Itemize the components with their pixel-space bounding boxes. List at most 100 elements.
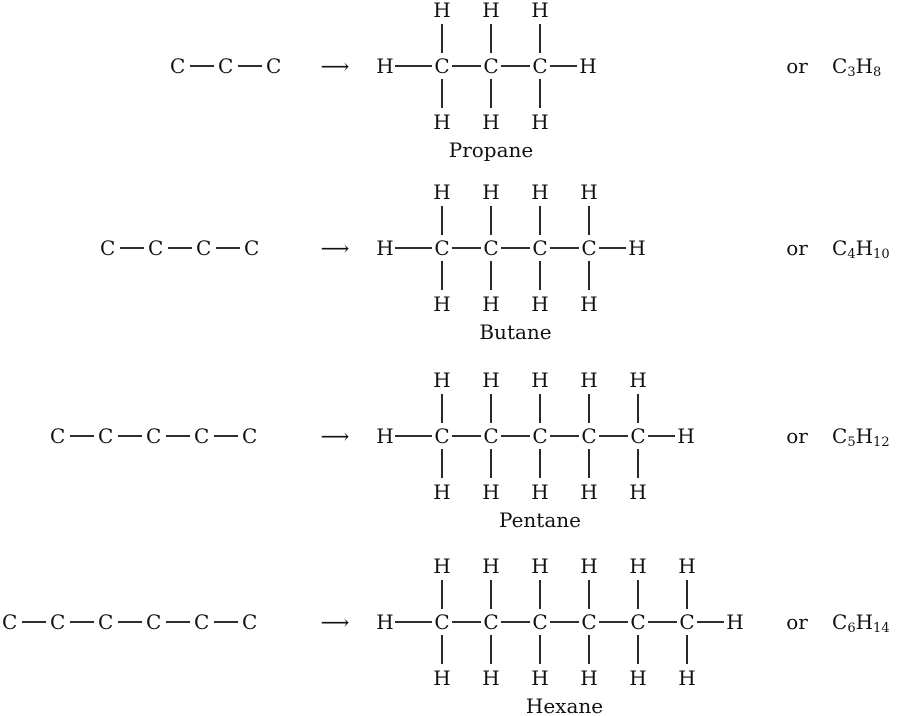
structure-carbon: C — [532, 610, 547, 634]
compound-name: Pentane — [499, 508, 581, 532]
terminal-hydrogen: H — [677, 424, 694, 448]
top-hydrogen: H — [482, 180, 499, 204]
skeleton-carbon: C — [50, 424, 65, 448]
bottom-hydrogen: H — [482, 480, 499, 504]
reaction-arrow: ⟶ — [321, 236, 350, 260]
bottom-hydrogen: H — [629, 666, 646, 690]
skeleton-carbon: C — [242, 424, 257, 448]
bottom-hydrogen: H — [482, 666, 499, 690]
bottom-hydrogen: H — [531, 292, 548, 316]
bottom-hydrogen: H — [629, 480, 646, 504]
reaction-arrow: ⟶ — [321, 54, 350, 78]
top-hydrogen: H — [580, 180, 597, 204]
skeleton-carbon: C — [146, 610, 161, 634]
formula-subscript: 4 — [847, 247, 855, 262]
skeleton-carbon: C — [100, 236, 115, 260]
bottom-hydrogen: H — [531, 480, 548, 504]
top-hydrogen: H — [433, 368, 450, 392]
formula-element: C — [832, 236, 847, 260]
bottom-hydrogen: H — [433, 666, 450, 690]
formula-subscript: 3 — [847, 65, 855, 80]
structure-carbon: C — [532, 236, 547, 260]
structure-carbon: C — [630, 610, 645, 634]
top-hydrogen: H — [629, 554, 646, 578]
bottom-hydrogen: H — [482, 110, 499, 134]
top-hydrogen: H — [678, 554, 695, 578]
bottom-hydrogen: H — [433, 480, 450, 504]
skeleton-carbon: C — [98, 424, 113, 448]
formula-element: H — [856, 610, 873, 634]
structure-carbon: C — [581, 236, 596, 260]
structure-carbon: C — [630, 424, 645, 448]
compound-name: Butane — [479, 320, 551, 344]
formula-element: H — [856, 236, 873, 260]
structure-carbon: C — [581, 610, 596, 634]
top-hydrogen: H — [531, 368, 548, 392]
molecular-formula: C4H10 — [832, 236, 890, 262]
skeleton-carbon: C — [194, 424, 209, 448]
formula-element: H — [856, 424, 873, 448]
skeleton-carbon: C — [194, 610, 209, 634]
structure-carbon: C — [483, 424, 498, 448]
skeleton-carbon: C — [266, 54, 281, 78]
formula-subscript: 5 — [847, 435, 855, 450]
structure-carbon: C — [532, 424, 547, 448]
terminal-hydrogen: H — [726, 610, 743, 634]
formula-subscript: 12 — [873, 435, 890, 450]
skeleton-carbon: C — [148, 236, 163, 260]
bottom-hydrogen: H — [531, 110, 548, 134]
bottom-hydrogen: H — [433, 110, 450, 134]
formula-element: H — [856, 54, 873, 78]
molecular-formula: C5H12 — [832, 424, 890, 450]
bottom-hydrogen: H — [580, 666, 597, 690]
top-hydrogen: H — [433, 180, 450, 204]
formula-subscript: 6 — [847, 621, 855, 636]
skeleton-carbon: C — [218, 54, 233, 78]
skeleton-carbon: C — [50, 610, 65, 634]
bottom-hydrogen: H — [482, 292, 499, 316]
reaction-arrow: ⟶ — [321, 424, 350, 448]
terminal-hydrogen: H — [376, 54, 393, 78]
bottom-hydrogen: H — [678, 666, 695, 690]
formula-subscript: 14 — [873, 621, 890, 636]
structure-carbon: C — [434, 610, 449, 634]
terminal-hydrogen: H — [376, 424, 393, 448]
skeleton-carbon: C — [196, 236, 211, 260]
compound-name: Hexane — [526, 694, 603, 716]
structure-carbon: C — [532, 54, 547, 78]
top-hydrogen: H — [580, 554, 597, 578]
structure-carbon: C — [483, 54, 498, 78]
top-hydrogen: H — [531, 180, 548, 204]
top-hydrogen: H — [482, 0, 499, 22]
bottom-hydrogen: H — [531, 666, 548, 690]
top-hydrogen: H — [531, 0, 548, 22]
formula-element: C — [832, 424, 847, 448]
or-label: or — [786, 236, 808, 260]
skeleton-carbon: C — [244, 236, 259, 260]
terminal-hydrogen: H — [376, 610, 393, 634]
molecular-formula: C6H14 — [832, 610, 890, 636]
molecular-formula: C3H8 — [832, 54, 881, 80]
terminal-hydrogen: H — [579, 54, 596, 78]
structure-carbon: C — [581, 424, 596, 448]
or-label: or — [786, 54, 808, 78]
skeleton-carbon: C — [2, 610, 17, 634]
bottom-hydrogen: H — [580, 292, 597, 316]
top-hydrogen: H — [433, 0, 450, 22]
structure-carbon: C — [434, 236, 449, 260]
formula-element: C — [832, 54, 847, 78]
skeleton-carbon: C — [242, 610, 257, 634]
skeleton-carbon: C — [170, 54, 185, 78]
formula-element: C — [832, 610, 847, 634]
reaction-arrow: ⟶ — [321, 610, 350, 634]
terminal-hydrogen: H — [376, 236, 393, 260]
or-label: or — [786, 424, 808, 448]
structure-carbon: C — [434, 424, 449, 448]
structure-carbon: C — [679, 610, 694, 634]
bottom-hydrogen: H — [580, 480, 597, 504]
